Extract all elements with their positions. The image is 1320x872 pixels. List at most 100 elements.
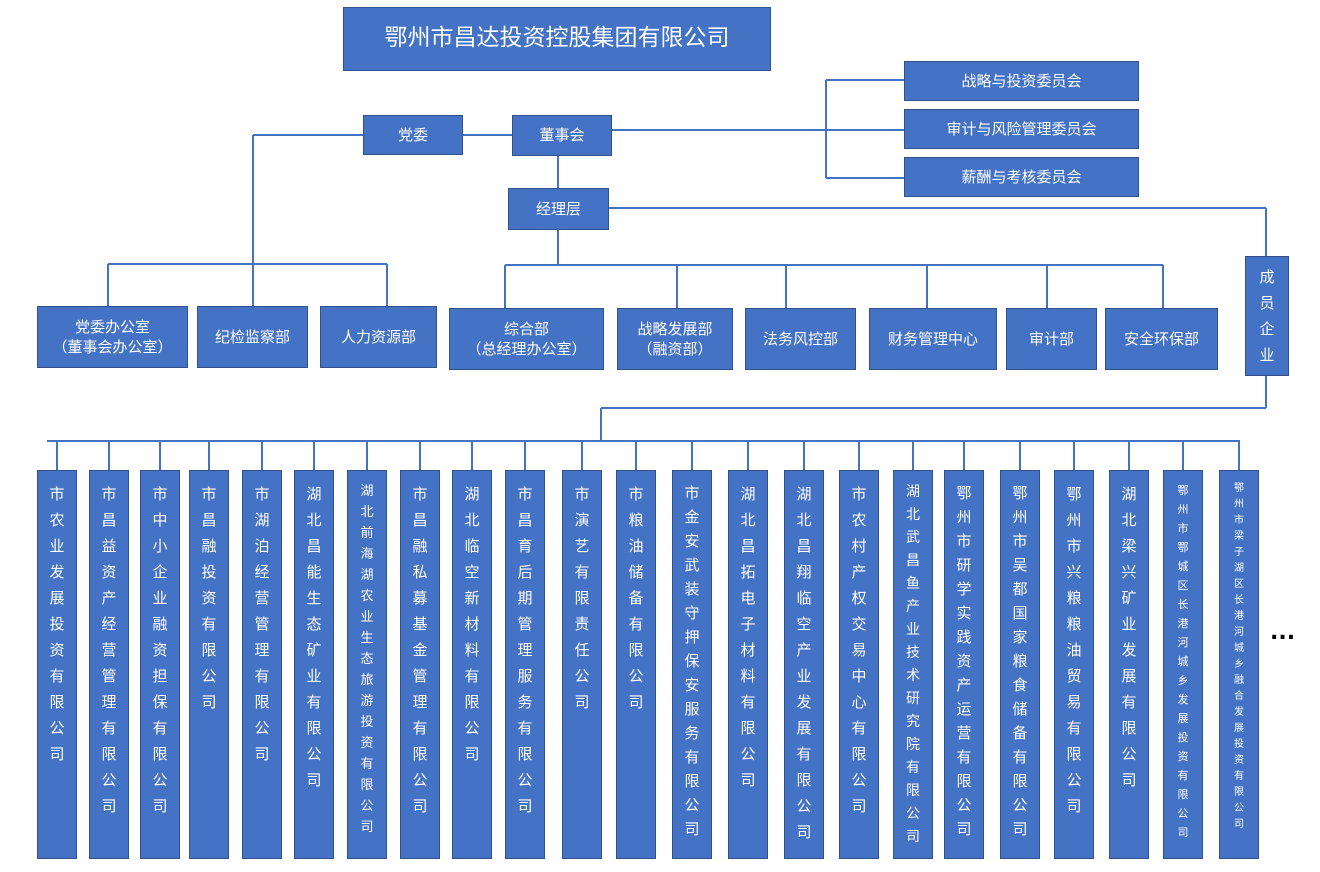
- company-name-char: 限: [851, 745, 867, 763]
- department-human-resources: 人力资源部: [320, 306, 437, 368]
- company-name-char: 易: [851, 641, 867, 659]
- department-safety-environment: 安全环保部: [1105, 308, 1218, 370]
- member-company-8: 市昌融私募基金管理有限公司: [400, 470, 440, 859]
- company-name-char: 州: [1234, 499, 1244, 510]
- company-name-char: 昌: [306, 537, 322, 555]
- company-name-char: 料: [740, 667, 756, 685]
- company-name-char: 司: [152, 797, 168, 815]
- member-company-3: 市中小企业融资担保有限公司: [140, 470, 180, 859]
- company-name-char: 公: [517, 771, 533, 789]
- company-name-char: 湖: [254, 511, 270, 529]
- company-name-char: 司: [49, 745, 65, 763]
- company-name-char: 州: [1012, 508, 1028, 526]
- company-name-char: 守: [684, 604, 700, 622]
- member-company-16: 市农村产权交易中心有限公司: [839, 470, 879, 859]
- company-name-char: 市: [152, 485, 168, 503]
- company-name-char: 技: [906, 645, 920, 661]
- company-name-char: 融: [1234, 675, 1244, 686]
- company-name-char: 管: [101, 667, 117, 685]
- company-name-char: 司: [517, 797, 533, 815]
- company-name-char: 生: [360, 631, 374, 646]
- company-name-char: 市: [628, 485, 644, 503]
- department-discipline-inspection: 纪检监察部: [197, 306, 308, 368]
- company-name-char: 公: [1012, 796, 1028, 814]
- company-name-char: 湖: [1234, 563, 1244, 574]
- department-general-affairs: 综合部（总经理办公室）: [449, 308, 604, 370]
- company-name-char: 艺: [574, 537, 590, 555]
- department-subtitle: （总经理办公室）: [466, 340, 587, 358]
- company-name-char: 公: [574, 667, 590, 685]
- company-name-char: 融: [152, 615, 168, 633]
- company-name-char: 司: [1066, 797, 1082, 815]
- company-name-char: 限: [1121, 719, 1137, 737]
- company-name-char: 限: [1234, 787, 1244, 798]
- company-name-char: 油: [628, 537, 644, 555]
- company-name-char: 湖: [306, 485, 322, 503]
- company-name-char: 司: [906, 829, 920, 845]
- company-name-char: 资: [101, 563, 117, 581]
- company-name-char: 河: [1177, 636, 1189, 649]
- company-name-char: 营: [254, 589, 270, 607]
- company-name-char: 安: [684, 532, 700, 550]
- company-name-char: 都: [1012, 580, 1028, 598]
- company-name-char: 限: [412, 745, 428, 763]
- company-name-char: 市: [1234, 515, 1244, 526]
- company-name-char: 有: [956, 748, 972, 766]
- company-name-char: 鄂: [1177, 541, 1189, 554]
- company-name-char: 港: [1234, 611, 1244, 622]
- company-name-char: 港: [1177, 617, 1189, 630]
- company-name-char: 营: [956, 724, 972, 742]
- company-name-char: 司: [412, 797, 428, 815]
- company-name-char: 公: [740, 745, 756, 763]
- member-enterprises-char: 业: [1259, 346, 1275, 365]
- company-name-char: 管: [412, 667, 428, 685]
- company-name-char: 游: [360, 694, 374, 709]
- company-name-char: 理: [101, 693, 117, 711]
- member-company-10: 市昌育后期管理服务有限公司: [505, 470, 545, 859]
- company-name-char: 湖: [1121, 485, 1137, 503]
- company-name-char: 管: [254, 615, 270, 633]
- company-name-char: 资: [201, 589, 217, 607]
- company-name-char: 发: [1234, 707, 1244, 718]
- member-company-12: 市粮油储备有限公司: [616, 470, 656, 859]
- company-name-char: 市: [574, 485, 590, 503]
- company-name-char: 州: [1066, 511, 1082, 529]
- company-name-char: 产: [956, 676, 972, 694]
- company-name-char: 有: [360, 757, 374, 772]
- company-name-char: 募: [412, 589, 428, 607]
- company-name-char: 务: [684, 724, 700, 742]
- company-name-char: 乡: [1177, 674, 1189, 687]
- company-name-char: 公: [906, 806, 920, 822]
- company-name-char: 司: [1121, 771, 1137, 789]
- company-name-char: 投: [1234, 739, 1244, 750]
- company-name-char: 易: [1066, 693, 1082, 711]
- company-name-char: 司: [740, 771, 756, 789]
- company-name-char: 市: [1066, 537, 1082, 555]
- company-name-char: 市: [254, 485, 270, 503]
- company-name-char: 业: [796, 667, 812, 685]
- group-title: 鄂州市昌达投资控股集团有限公司: [343, 7, 771, 71]
- committee-audit-risk: 审计与风险管理委员会: [904, 109, 1139, 149]
- company-name-char: 村: [851, 537, 867, 555]
- department-strategy-development: 战略发展部（融资部）: [617, 308, 733, 370]
- company-name-char: 经: [254, 563, 270, 581]
- company-name-char: 临: [464, 537, 480, 555]
- company-name-char: 投: [1177, 731, 1189, 744]
- member-enterprises-char: 企: [1259, 320, 1275, 338]
- company-name-char: 司: [796, 823, 812, 841]
- company-name-char: 发: [49, 563, 65, 581]
- company-name-char: 投: [201, 563, 217, 581]
- company-name-char: 有: [684, 748, 700, 766]
- company-name-char: 产: [906, 599, 920, 615]
- member-company-14: 湖北昌拓电子材料有限公司: [728, 470, 768, 859]
- member-enterprises-char: 员: [1259, 293, 1275, 312]
- company-name-char: 公: [360, 799, 374, 814]
- company-name-char: 司: [574, 693, 590, 711]
- company-name-char: 农: [360, 589, 374, 604]
- company-name-char: 泊: [254, 537, 270, 555]
- company-name-char: 河: [1234, 627, 1244, 638]
- member-company-2: 市昌益资产经营管理有限公司: [89, 470, 129, 859]
- member-company-9: 湖北临空新材料有限公司: [452, 470, 492, 859]
- company-name-char: 业: [152, 589, 168, 607]
- company-name-char: 储: [628, 563, 644, 581]
